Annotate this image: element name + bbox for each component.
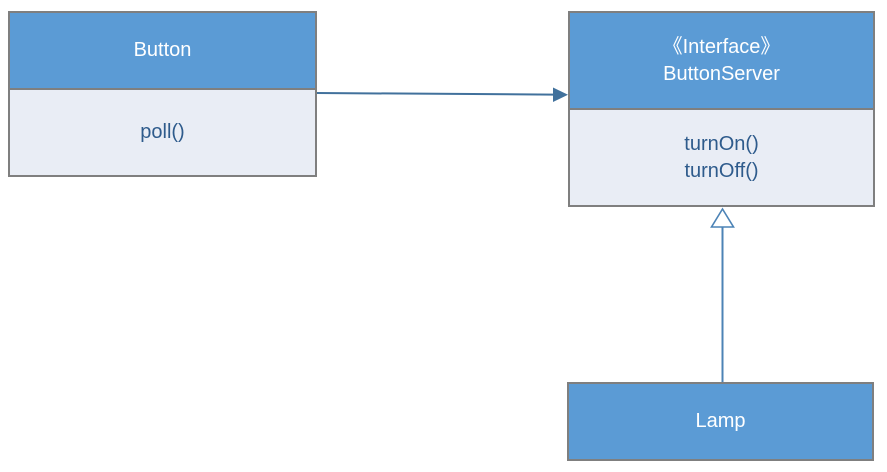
- class-button-header: Button: [10, 13, 315, 90]
- method-label: turnOn(): [684, 132, 759, 155]
- method-label: poll(): [140, 121, 185, 143]
- class-button-methods: poll(): [10, 90, 315, 175]
- class-lamp-header: Lamp: [569, 384, 872, 459]
- method-label: turnOff(): [684, 159, 759, 182]
- class-buttonserver-header: 《Interface》 ButtonServer: [570, 13, 873, 110]
- class-buttonserver-name: ButtonServer: [663, 62, 780, 85]
- hollow-triangle-icon: [710, 207, 735, 228]
- association-arrow-button-to-buttonserver[interactable]: [316, 87, 568, 103]
- class-button-name: Button: [133, 39, 192, 61]
- filled-arrowhead-icon: [553, 87, 568, 102]
- realization-line-lamp-to-buttonserver[interactable]: [710, 207, 735, 382]
- class-lamp-name: Lamp: [695, 410, 746, 432]
- class-buttonserver-methods: turnOn() turnOff(): [570, 110, 873, 205]
- class-box-lamp[interactable]: Lamp: [567, 382, 874, 461]
- class-box-buttonserver[interactable]: 《Interface》 ButtonServer turnOn() turnOf…: [568, 11, 875, 207]
- class-box-button[interactable]: Button poll(): [8, 11, 317, 177]
- class-buttonserver-stereotype: 《Interface》: [662, 35, 781, 58]
